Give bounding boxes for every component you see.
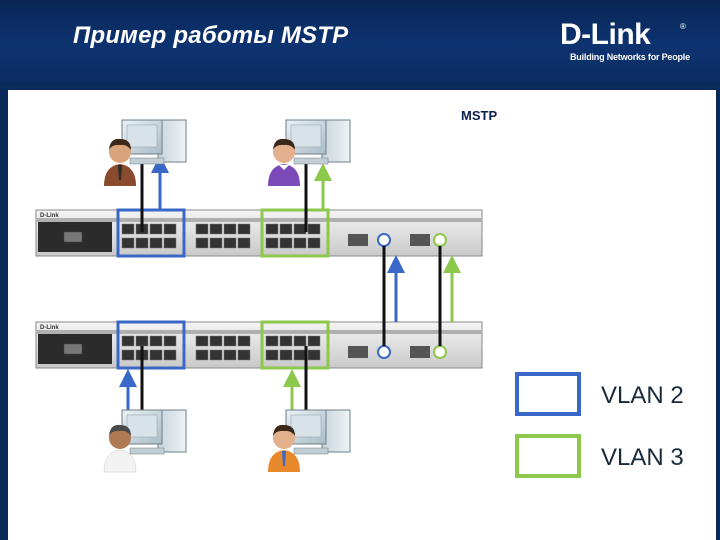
vlan2-ports-bottom (116, 320, 186, 370)
switch-bottom: D-Link (35, 321, 483, 369)
vlan2-ports-top (116, 208, 186, 258)
svg-text:D-Link: D-Link (40, 325, 59, 331)
pc-top-right (268, 119, 351, 186)
legend-label-vlan2: VLAN 2 (601, 382, 684, 409)
switch-top: D-Link (35, 209, 483, 257)
legend-label-vlan3: VLAN 3 (601, 444, 684, 471)
pc-bottom-left (103, 409, 187, 473)
legend-swatch-vlan2 (515, 372, 581, 416)
legend-swatch-vlan3 (515, 434, 581, 478)
port-group-2 (121, 335, 321, 361)
tower-icon (321, 119, 351, 163)
vlan3-ports-top (260, 208, 330, 258)
port-group-1 (121, 223, 321, 249)
slide-title: Пример работы MSTP (73, 22, 349, 49)
user-icon (103, 424, 137, 473)
vlan3-ports-bottom (260, 320, 330, 370)
tower-icon (157, 119, 187, 163)
user-icon (104, 138, 136, 186)
registered-mark-icon: ® (680, 22, 686, 31)
svg-text:D-Link: D-Link (40, 213, 59, 219)
slide-header (0, 0, 720, 82)
logo-brand: D-Link (560, 18, 651, 51)
logo-tagline: Building Networks for People (570, 52, 690, 62)
user-icon (268, 138, 300, 186)
pc-bottom-right (268, 409, 351, 472)
tower-icon (321, 409, 351, 453)
diagram-subtitle: MSTP (461, 108, 498, 123)
pc-top-left (104, 119, 187, 186)
dlink-logo: D-Link ® Building Networks for People (560, 18, 690, 66)
user-icon (268, 424, 300, 472)
